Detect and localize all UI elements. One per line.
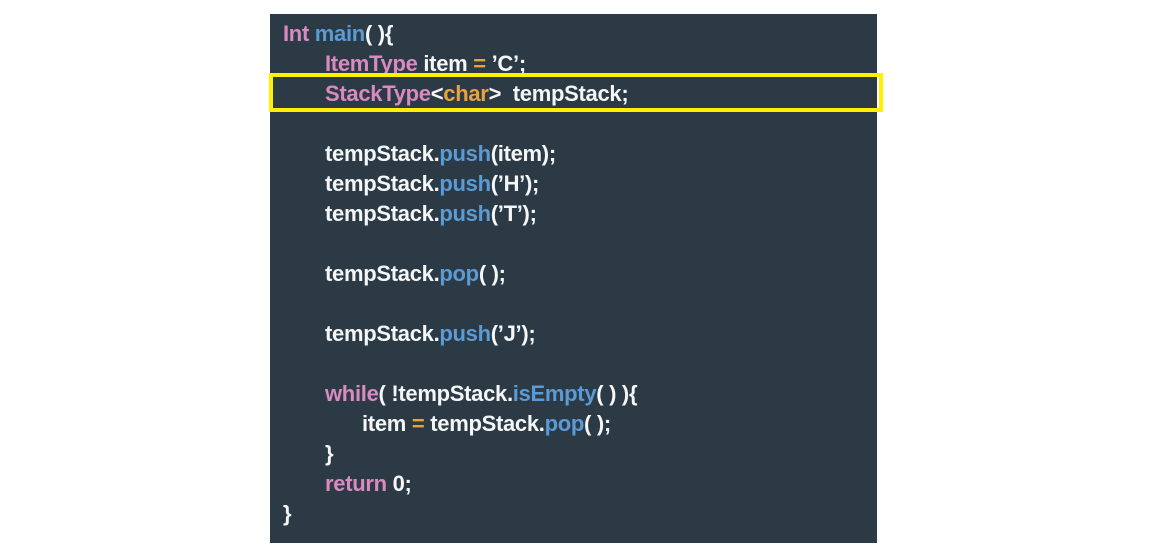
code-token-pl: ( ){ <box>364 21 394 46</box>
code-token-op: = <box>473 51 486 76</box>
code-line: item = tempStack.pop( ); <box>283 409 877 439</box>
code-token-pl: > tempStack; <box>488 81 629 106</box>
code-token-pl: tempStack. <box>325 171 440 196</box>
code-token-pl: ( ); <box>478 261 506 286</box>
code-line: } <box>283 439 877 469</box>
code-line: tempStack.pop( ); <box>283 259 877 289</box>
code-token-fn: pop <box>544 411 585 436</box>
code-token-pl: tempStack. <box>325 261 440 286</box>
code-token-pl: ( ) ){ <box>596 381 638 406</box>
code-token-pl: ( ); <box>584 411 611 436</box>
code-token-fn: push <box>439 201 491 226</box>
code-token-pl: ( !tempStack. <box>378 381 514 406</box>
code-token-kw: StackType <box>325 81 431 106</box>
code-token-kw: while <box>325 381 379 406</box>
code-token-pl: tempStack. <box>325 201 440 226</box>
code-line <box>283 349 877 379</box>
code-line: tempStack.push(’T’); <box>283 199 877 229</box>
code-token-pl: } <box>325 441 334 466</box>
code-token-fn: isEmpty <box>512 381 597 406</box>
code-token-op: char <box>443 81 489 106</box>
code-line: Int main( ){ <box>283 19 877 49</box>
code-line <box>283 289 877 319</box>
code-line: return 0; <box>283 469 877 499</box>
code-token-fn: push <box>439 141 491 166</box>
code-panel: Int main( ){ItemType item = ’C’;StackTyp… <box>269 14 883 543</box>
code-line: } <box>283 499 877 529</box>
code-token-pl: item <box>362 411 412 436</box>
code-token-pl: < <box>430 81 444 106</box>
code-token-pl: (’H’); <box>490 171 540 196</box>
code-token-op: = <box>411 411 425 436</box>
code-line <box>283 229 877 259</box>
code-token-pl: item <box>417 51 474 76</box>
code-token-pl: (item); <box>490 141 556 166</box>
code-token-fn: push <box>439 171 491 196</box>
code-line: tempStack.push(item); <box>283 139 877 169</box>
code-token-kw: Int <box>283 21 315 46</box>
code-token-pl: ’C’; <box>485 51 527 76</box>
code-token-kw: return <box>325 471 387 496</box>
code-token-fn: main <box>314 21 365 46</box>
code-token-fn: push <box>439 321 491 346</box>
code-token-pl: tempStack. <box>325 321 440 346</box>
code-token-pl: tempStack. <box>424 411 545 436</box>
code-line-highlighted: StackType<char> tempStack; <box>269 73 883 112</box>
code-token-pl: 0; <box>386 471 412 496</box>
code-token-pl: (’J’); <box>490 321 536 346</box>
code-token-kw: ItemType <box>325 51 418 76</box>
code-line: ItemType item = ’C’; <box>283 49 877 79</box>
code-token-pl: (’T’); <box>490 201 537 226</box>
code-line: tempStack.push(’H’); <box>283 169 877 199</box>
code-line: while( !tempStack.isEmpty( ) ){ <box>283 379 877 409</box>
code-line <box>283 109 877 139</box>
code-token-pl: tempStack. <box>325 141 440 166</box>
code-token-pl: } <box>283 501 292 526</box>
code-line: tempStack.push(’J’); <box>283 319 877 349</box>
code-block: Int main( ){ItemType item = ’C’;StackTyp… <box>269 14 883 543</box>
code-token-fn: pop <box>439 261 479 286</box>
